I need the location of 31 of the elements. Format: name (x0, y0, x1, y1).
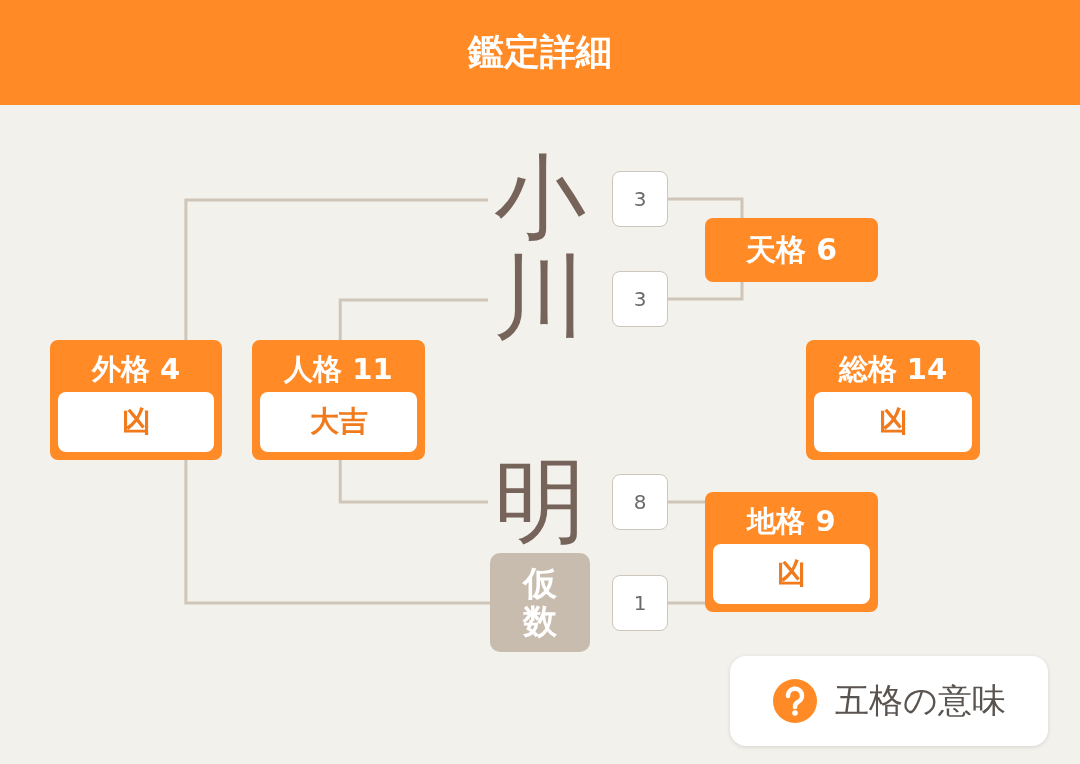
connector-line (668, 601, 705, 605)
fortune-result: 大吉 (260, 392, 417, 452)
fortune-card (806, 340, 980, 460)
connector-line (184, 460, 490, 605)
connector-line (668, 197, 744, 218)
fortune-result: 凶 (713, 544, 870, 604)
connector-line (338, 460, 488, 504)
connector-line (184, 198, 488, 340)
fortune-tag: 天格 6 (705, 218, 878, 282)
connector-line (668, 500, 705, 504)
fortune-card (252, 340, 425, 460)
stroke-count-box: 1 (612, 575, 668, 631)
name-character: 明 (488, 454, 592, 550)
card-heading: 人格 11 (283, 351, 394, 388)
stroke-count-box: 3 (612, 171, 668, 227)
card-heading: 外格 4 (90, 351, 182, 388)
fortune-result: 凶 (58, 392, 214, 452)
fortune-card (50, 340, 222, 460)
fortune-result: 凶 (814, 392, 972, 452)
stroke-count-box: 3 (612, 271, 668, 327)
card-heading: 地格 9 (745, 503, 837, 540)
name-character: 川 (488, 250, 592, 346)
connector-line (668, 282, 744, 301)
connector-line (338, 298, 488, 340)
card-heading: 総格 14 (837, 351, 949, 388)
meaning-button: 五格の意味 (730, 656, 1048, 746)
page-title: 鑑定詳細 (468, 30, 612, 74)
placeholder-count-box: 仮数 (490, 553, 590, 652)
fortune-card (705, 492, 878, 612)
name-character: 小 (488, 150, 592, 246)
stroke-count-box: 8 (612, 474, 668, 530)
